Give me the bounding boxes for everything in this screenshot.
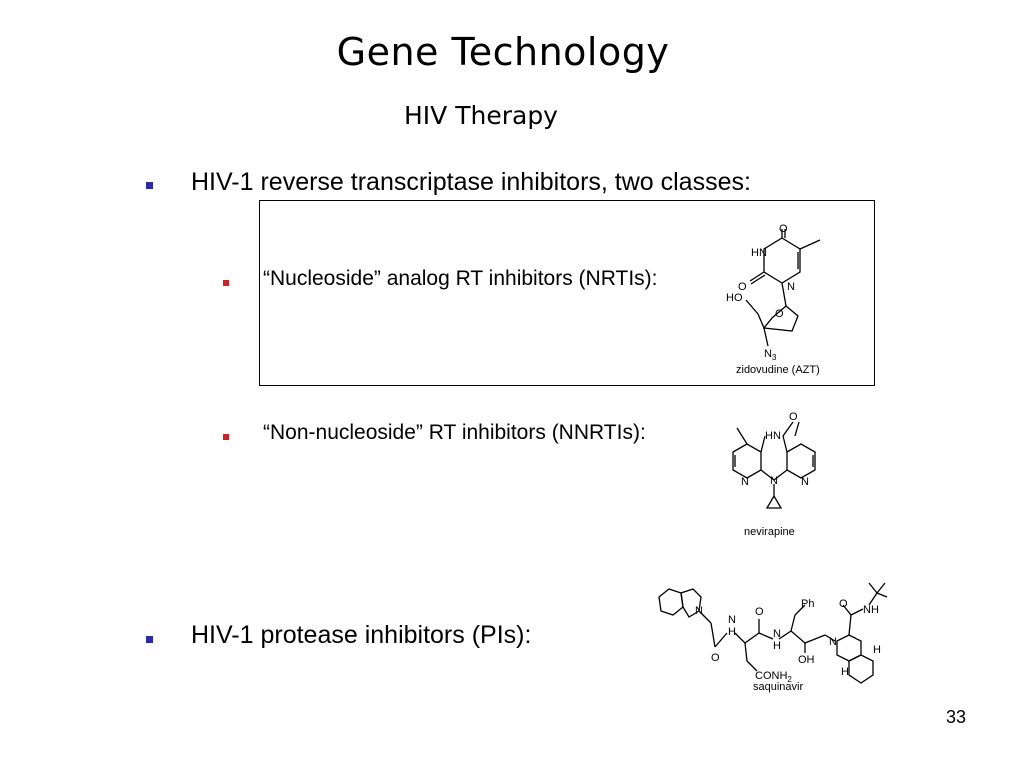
saquinavir-atom-n: N [829,636,837,648]
saquinavir-atom-n: N [773,628,781,640]
saquinavir-atom-h: H [773,640,781,652]
azt-atom-o: O [779,223,788,235]
bullet-rt-inhibitors: HIV-1 reverse transcriptase inhibitors, … [191,168,751,196]
bullet-marker [146,636,153,643]
bullet-nrti: “Nucleoside” analog RT inhibitors (NRTIs… [263,267,658,290]
azt-structure: O HN O N HO O N3 zidovudine (AZT) [726,223,821,376]
saquinavir-atom-nh: NH [863,604,879,616]
nrti-box [259,200,875,386]
azt-atom-o: O [775,308,784,320]
saquinavir-structure: N O N H O N H Ph CONH2 OH N O NH H H saq… [658,582,888,693]
nevirapine-caption: nevirapine [744,526,795,538]
saquinavir-quinoline-ring [680,588,702,618]
azt-atom-hn: HN [751,247,767,259]
nevirapine-cyclopropyl [765,494,783,509]
saquinavir-atom-n: N [695,605,703,617]
saquinavir-atom-ph: Ph [801,598,814,610]
saquinavir-ring [848,654,874,684]
page-number: 33 [945,707,966,727]
nevirapine-atom-n: N [741,476,749,488]
azt-pyrimidine-ring [763,237,801,284]
azt-atom-o: O [738,281,747,293]
azt-atom-n3: N3 [764,348,777,362]
nevirapine-atom-hn: HN [765,430,781,442]
azt-atom-n: N [787,281,795,293]
saquinavir-quinoline-ring [658,588,684,616]
nevirapine-atom-n: N [801,476,809,488]
saquinavir-atom-conh2: CONH2 [755,670,792,684]
bullet-marker [146,182,153,189]
bullet-protease: HIV-1 protease inhibitors (PIs): [191,621,532,649]
slide-subtitle: HIV Therapy [404,101,558,130]
saquinavir-atom-oh: OH [798,654,815,666]
saquinavir-atom-h: H [873,644,881,656]
nevirapine-right-ring [786,443,816,479]
azt-atom-ho: HO [726,292,743,304]
azt-caption: zidovudine (AZT) [736,364,820,376]
saquinavir-atom-h: H [728,626,736,638]
sub-bullet-marker [223,434,229,440]
saquinavir-atom-o: O [711,652,720,664]
nevirapine-atom-n: N [770,475,778,487]
saquinavir-atom-o: O [755,606,764,618]
slide-title: Gene Technology [336,30,670,74]
nevirapine-atom-o: O [789,411,798,423]
nevirapine-structure: O HN N N N nevirapine [732,411,816,538]
bullet-nnrti: “Non-nucleoside” RT inhibitors (NNRTIs): [263,421,646,444]
azt-sugar-ring [762,305,799,332]
sub-bullet-marker [223,280,229,286]
nevirapine-left-ring [732,443,762,479]
saquinavir-caption: saquinavir [753,681,803,693]
saquinavir-atom-n: N [728,614,736,626]
saquinavir-atom-o: O [839,598,848,610]
saquinavir-atom-h: H [841,666,849,678]
